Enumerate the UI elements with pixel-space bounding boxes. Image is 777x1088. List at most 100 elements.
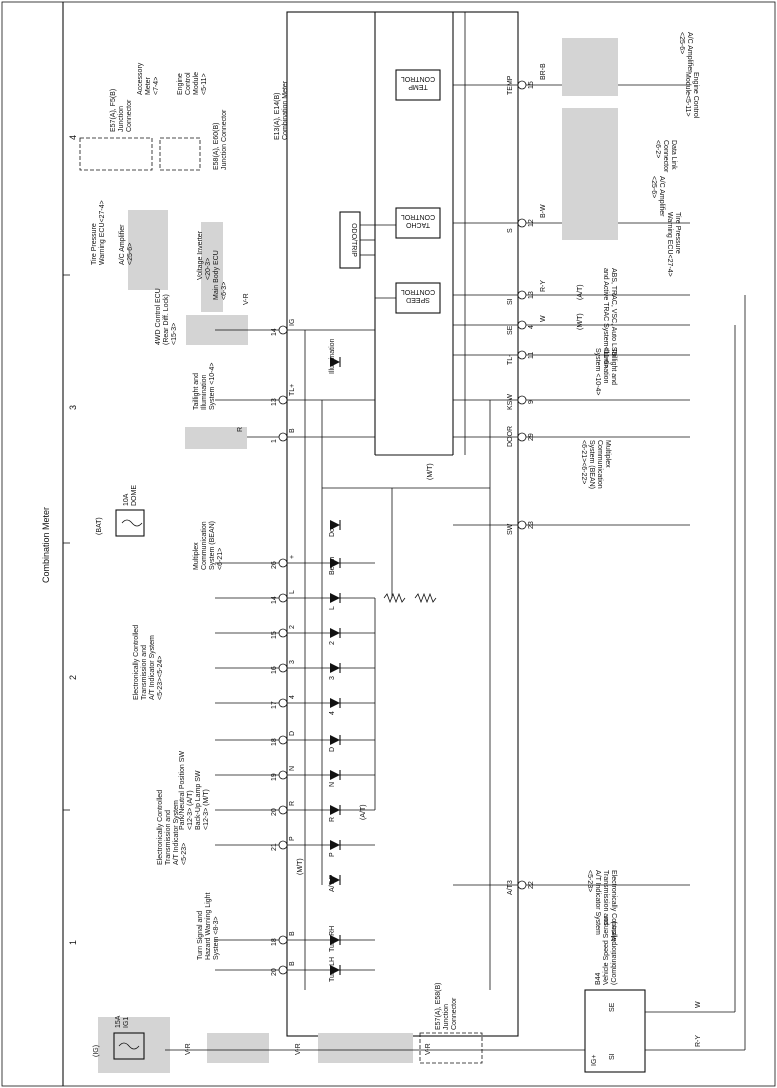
right-pin-number: 22: [528, 881, 535, 889]
label-line: Connector: [126, 99, 133, 132]
label-line: Junction: [118, 106, 125, 132]
lamp-label: Turn LH: [329, 957, 336, 982]
transmission-label: (M/T): [427, 463, 434, 480]
left-pin-name: B: [289, 961, 296, 966]
diode-icon: [330, 935, 340, 945]
right-pin-name: SW: [507, 523, 514, 535]
left-destination-label: Taillight andIlluminationSystem <10-4>: [193, 363, 216, 410]
right-pin-name: SI: [507, 298, 514, 305]
wire-color-label: V-R: [185, 1043, 192, 1055]
label-line: E58(A), E60(B): [213, 123, 220, 170]
right-destination-label-line: and Active TRAC System<11-6>: [602, 268, 609, 368]
right-destination-label-line: <6-21><6-22>: [580, 440, 587, 484]
label-line: SPEED: [406, 296, 430, 303]
diode-icon: [330, 558, 340, 568]
right-destination-label: ABS, TRAC, VSC, Auto LSDand Active TRAC …: [602, 268, 617, 368]
left-pin-name: 3: [289, 660, 296, 664]
left-pin-number: 15: [271, 631, 278, 639]
right-destination-label-line: A/C Amplifier: [658, 176, 665, 217]
lamp-label: Beam: [329, 557, 336, 575]
left-destination-label: Park/Neutral Position SW<12-3> (A/T)Back…: [179, 751, 210, 830]
column-label-2: 2: [68, 675, 78, 680]
left-destination-label-line: Turn Signal and: [197, 911, 204, 960]
lamp-label: N: [329, 782, 336, 787]
dome-fuse-label: 10ADOME: [123, 485, 138, 506]
label-line: Junction Connector: [221, 109, 228, 170]
left-destination-label-line: Hazard Warning Light: [205, 893, 212, 960]
left-destination-label: Voltage Inverter<20-3>: [197, 230, 212, 280]
left-pin-name: L: [289, 590, 296, 594]
main-body-ecu-shade: [201, 222, 223, 312]
ig-fuse-shade: [98, 1017, 170, 1073]
left-destination-label-line: Accessory: [137, 62, 144, 95]
left-pin-number: 13: [271, 398, 278, 406]
odo-trip-label: ODO/TRIP: [350, 223, 357, 257]
left-destination-label-line: 4WD Control ECU: [155, 288, 162, 345]
ig-label: (IG): [93, 1045, 100, 1057]
right-pin-name: DOOR: [507, 426, 514, 447]
label-line: (Combination Meter): [611, 921, 618, 985]
sensor-wires: [165, 295, 746, 1051]
label-line: E57(A), F5(B): [110, 89, 117, 132]
vehicle-speed-sensor: [584, 989, 646, 1073]
right-pin-connector: [517, 432, 527, 442]
junction-shade-1: [562, 38, 618, 96]
right-pin-name: TEMP: [507, 75, 514, 95]
label-line: TACHO: [405, 221, 430, 228]
sensor-pin-si: SI: [609, 1053, 616, 1060]
left-pin-number: 21: [271, 843, 278, 851]
label-line: 15A: [115, 1015, 122, 1028]
lamp-icon: 4: [329, 698, 341, 715]
right-destination-label: A/C Amplifier<25-6>: [650, 176, 665, 217]
junction-shade-3: [128, 210, 168, 290]
left-destination-label-line: Electronically Controlled: [133, 625, 140, 700]
wire-color-label: B-W: [540, 204, 547, 218]
wire-color-label: W: [695, 1001, 702, 1008]
left-pin-number: 14: [271, 596, 278, 604]
left-pin-name: N: [289, 766, 296, 771]
right-destination-label-line: Electronically Controlled: [610, 870, 617, 945]
left-destination-label-line: Voltage Inverter: [197, 230, 204, 280]
right-destination-label: Taillight andIlluminationSystem <10-4>: [594, 348, 617, 395]
left-destination-label: AccessoryMeter<7-4>: [137, 62, 160, 95]
right-destination-label-line: Connector: [662, 140, 669, 173]
wire-color-label: W: [540, 315, 547, 322]
right-pin-number: 9: [528, 400, 535, 404]
left-destination-label-line: Module: [193, 72, 200, 95]
lamp-label: D: [329, 747, 336, 752]
left-destination-label-line: Control: [185, 72, 192, 95]
right-destination-label-line: Taillight and: [610, 348, 617, 385]
right-destination-label-line: Multiplex: [604, 440, 611, 468]
left-destination-label-line: <6-21>: [217, 548, 224, 570]
lamp-icon: Turn RH: [329, 926, 341, 952]
right-pin-name: TL-: [507, 354, 514, 365]
wire-color-label: R: [237, 427, 244, 432]
label-line: CONTROL: [401, 213, 435, 220]
transmission-label: (M/T): [577, 313, 584, 330]
right-destination-label: A/C Amplifier<25-6>: [678, 32, 693, 73]
left-destination-label-line: Communication: [201, 521, 208, 570]
left-destination-label-line: Transmission and: [165, 810, 172, 865]
transmission-label: (A/T): [360, 804, 367, 820]
right-pin-name: SE: [507, 325, 514, 335]
left-destination-label-line: Electronically Controlled: [157, 790, 164, 865]
left-pin-connector: [278, 325, 288, 335]
right-destination-label-line: Warning ECU<27-4>: [666, 212, 673, 277]
wire-color-label: V-R: [425, 1043, 432, 1055]
left-destination-label-line: System <10-4>: [209, 363, 216, 410]
junction-connector-a: [79, 137, 153, 171]
lamp-icon: R: [329, 805, 341, 822]
left-pin-name: R: [289, 801, 296, 806]
right-destination-label-line: <5-23>: [586, 870, 593, 892]
lamp-icon: 3: [329, 663, 341, 680]
meter-left-pins: IG14TL+13B1+26L14215316417D18N19R20P21B1…: [215, 319, 375, 982]
lamp-label: Illumination: [329, 338, 336, 374]
right-destination-label-line: Module<5-11>: [684, 72, 691, 117]
internal-resistors: [383, 488, 437, 604]
left-destination-label-line: (Rear Diff. Lock): [163, 294, 170, 345]
left-pin-connector: [278, 935, 288, 945]
left-pin-name: 4: [289, 695, 296, 699]
label-line: 10A: [123, 493, 130, 506]
lamp-label: Turn RH: [329, 926, 336, 952]
